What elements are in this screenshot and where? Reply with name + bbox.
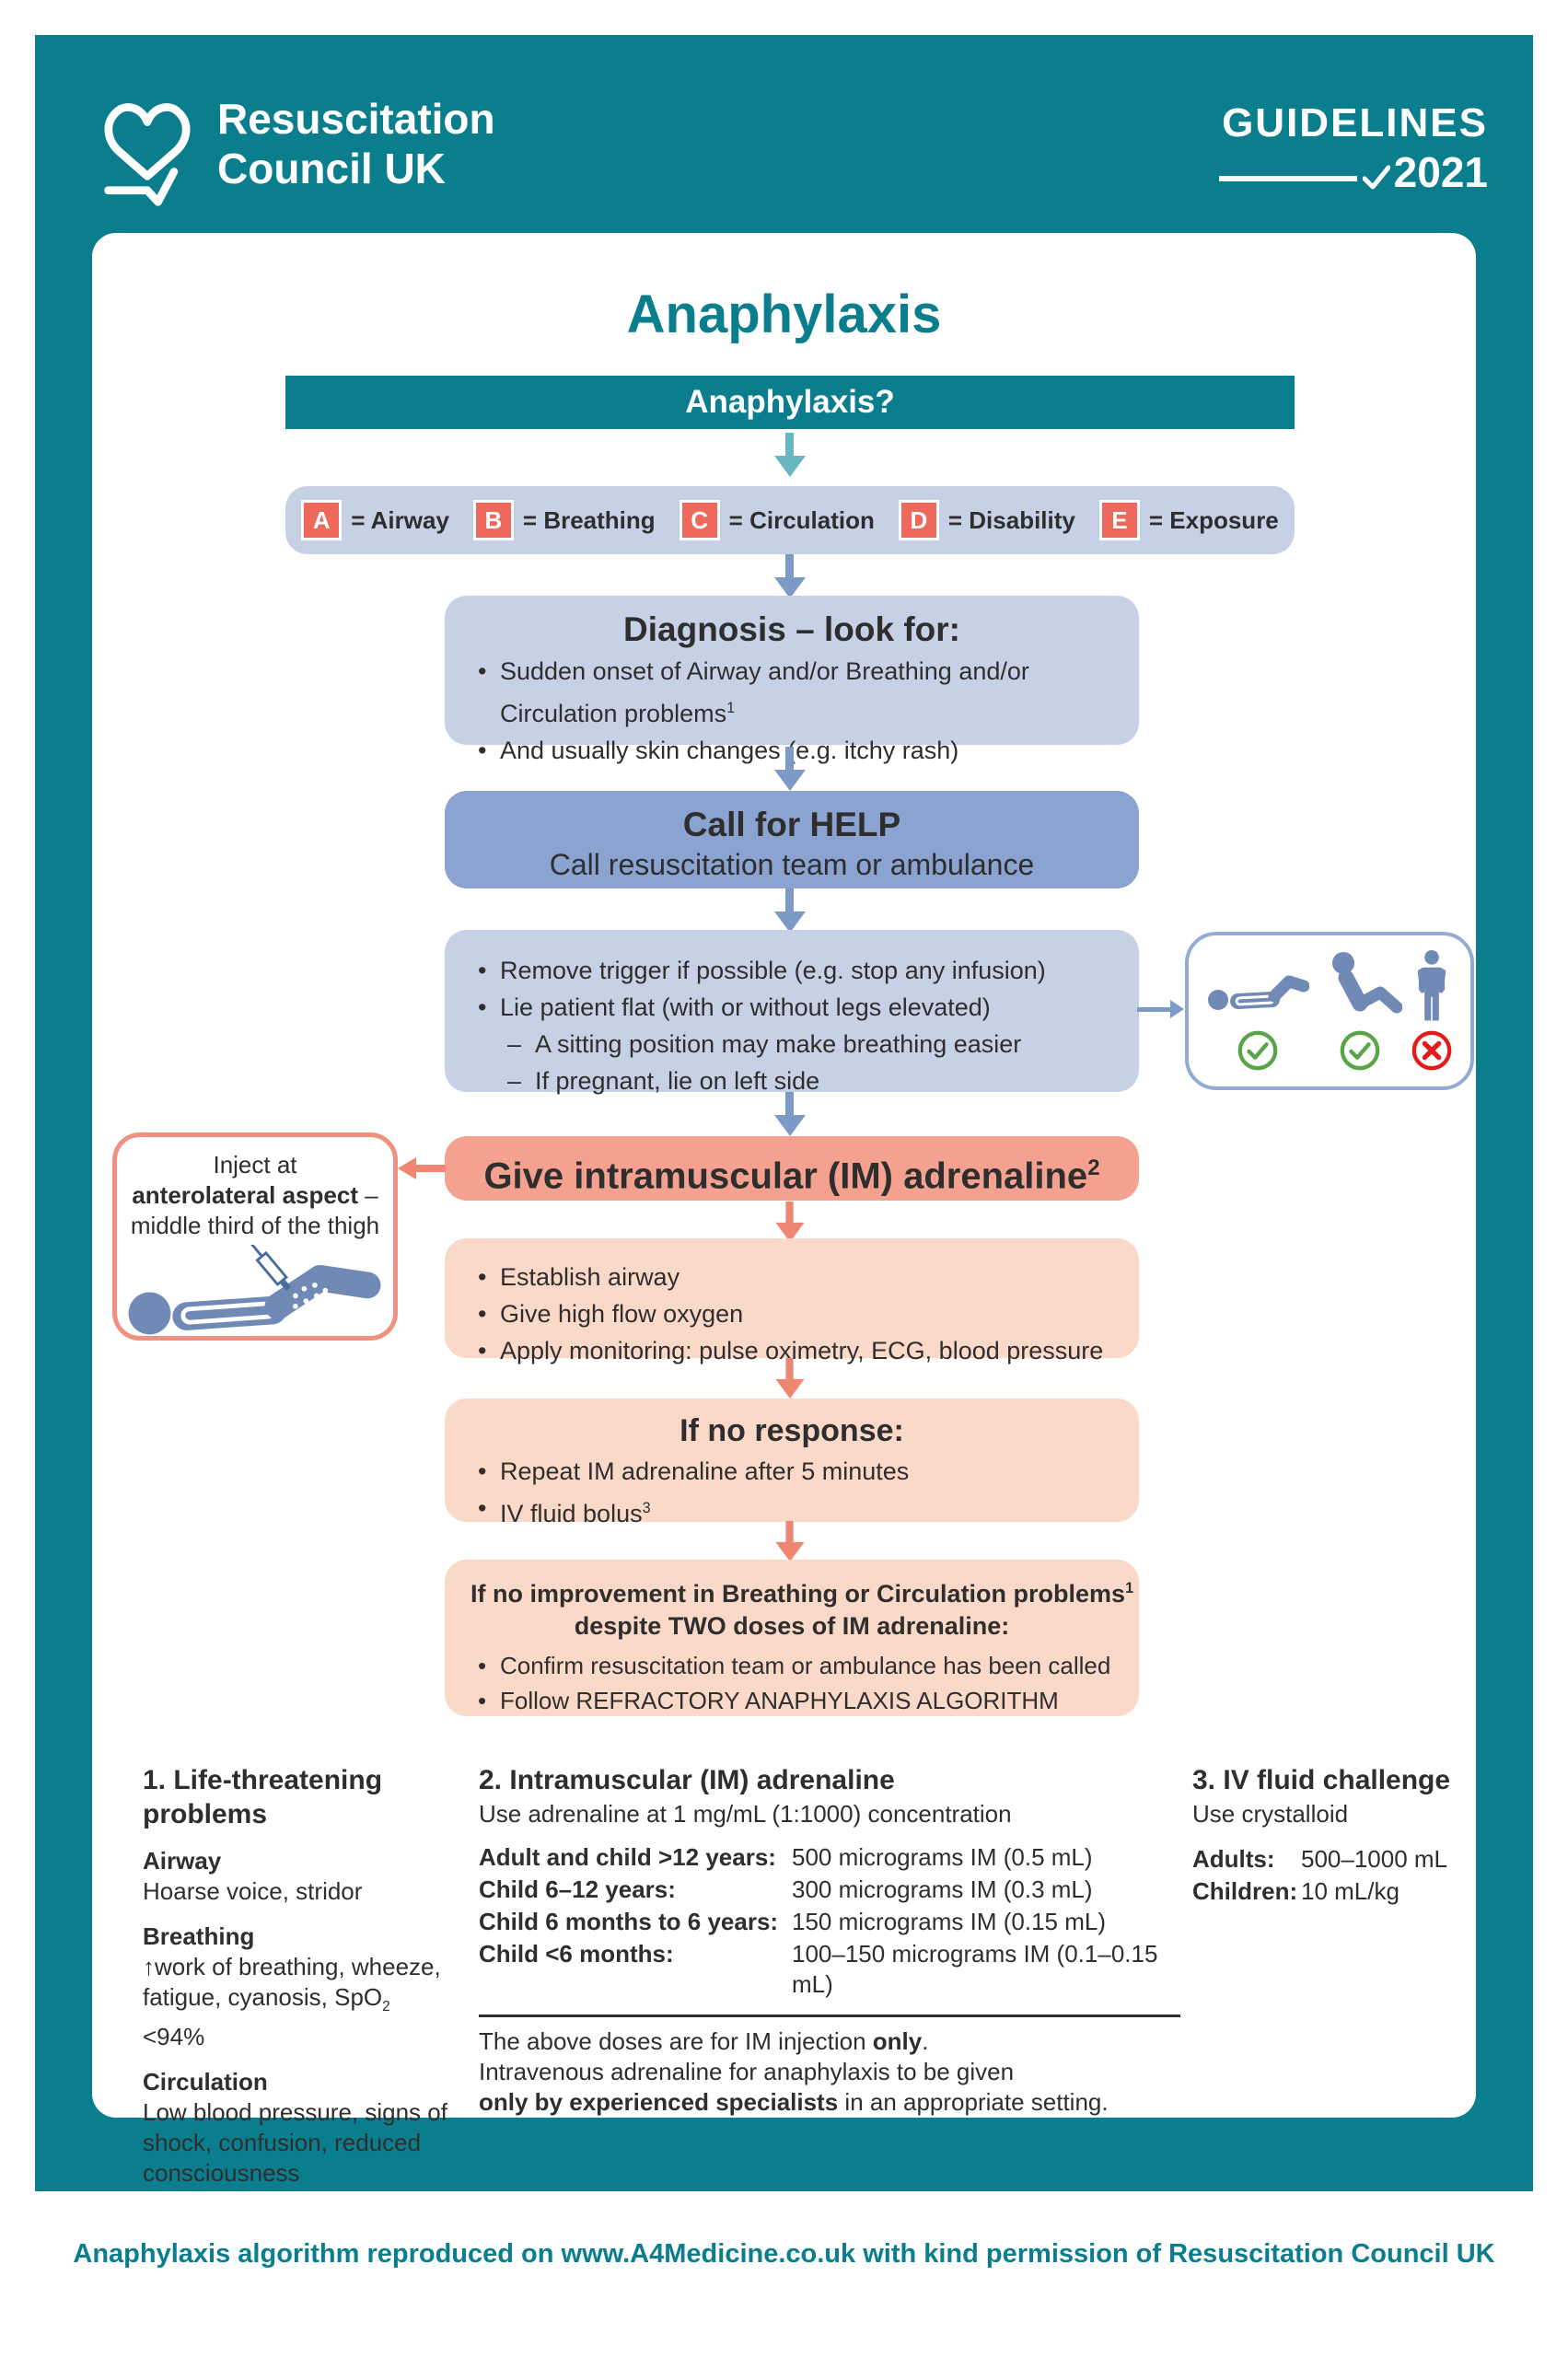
thigh-injection-illustration-icon (128, 1245, 381, 1335)
note1-airway: Airway Hoarse voice, stridor (143, 1847, 363, 1905)
fluid-row: Children:10 mL/kg (1192, 1877, 1400, 1905)
arrow-down-blue-icon (774, 554, 806, 598)
semi-recumbent-icon (1331, 952, 1402, 1014)
note1-circulation: Circulation Low blood pressure, signs of… (143, 2068, 447, 2188)
help-heading: Call for HELP (682, 806, 901, 843)
refractory-heading-line2: despite TWO doses of IM adrenaline: (574, 1612, 1010, 1640)
inject-line1: Inject at (213, 1151, 297, 1178)
note2-heading: 2. Intramuscular (IM) adrenaline (479, 1765, 895, 1795)
note2-subheading: Use adrenaline at 1 mg/mL (1:1000) conce… (479, 1800, 1012, 1828)
dose-row: Adult and child >12 years:500 micrograms… (479, 1843, 1093, 1871)
note2-im-only: The above doses are for IM injection onl… (479, 2027, 929, 2055)
note3-subheading: Use crystalloid (1192, 1800, 1349, 1828)
abcde-item-airway: A = Airway (301, 500, 449, 540)
airway-bullet-2: Give high flow oxygen (470, 1295, 1113, 1332)
abcde-item-breathing: B = Breathing (472, 500, 656, 540)
brand-name: Resuscitation Council UK (217, 94, 495, 193)
no-response-bullet-2: IV fluid bolus3 (470, 1490, 1113, 1532)
arrow-down-salmon-icon (775, 1358, 805, 1399)
diagnosis-box: Diagnosis – look for: Sudden onset of Ai… (445, 596, 1139, 769)
arrow-down-salmon-icon (775, 1202, 805, 1242)
letter-badge-d: D (898, 500, 939, 540)
give-im-adrenaline-banner: Give intramuscular (IM) adrenaline2 (445, 1136, 1139, 1201)
airway-bullet-3: Apply monitoring: pulse oximetry, ECG, b… (470, 1332, 1113, 1369)
arrow-down-teal-icon (774, 433, 806, 477)
refractory-box: If no improvement in Breathing or Circul… (445, 1560, 1139, 1718)
diagnosis-bullet-1: Sudden onset of Airway and/or Breathing … (470, 653, 1113, 732)
note-iv-fluid-challenge: 3. IV fluid challenge Use crystalloid Ad… (1192, 1763, 1478, 1907)
injection-dots (293, 1283, 329, 1313)
note1-heading: 1. Life-threatening problems (143, 1765, 383, 1829)
divider (479, 2014, 1180, 2017)
note3-heading: 3. IV fluid challenge (1192, 1765, 1451, 1795)
letter-badge-a: A (301, 500, 343, 540)
standing-person-icon (1418, 950, 1446, 1021)
dose-row: Child <6 months:100–150 micrograms IM (0… (479, 1940, 1158, 1998)
inject-line2: anterolateral aspect – (132, 1181, 378, 1209)
x-circle-icon (1411, 1030, 1452, 1071)
no-response-box: If no response: Repeat IM adrenaline aft… (445, 1399, 1139, 1527)
arrow-down-blue-icon (774, 888, 806, 933)
diagnosis-bullet-2: And usually skin changes (e.g. itchy ras… (470, 732, 1113, 769)
arrow-down-blue-icon (774, 747, 806, 791)
refractory-bullet-1: Confirm resuscitation team or ambulance … (470, 1648, 1113, 1683)
abcde-item-disability: D = Disability (898, 500, 1075, 540)
letter-badge-b: B (472, 500, 514, 540)
trigger-bullet-2: Lie patient flat (with or without legs e… (470, 989, 1113, 1026)
remove-trigger-box: Remove trigger if possible (e.g. stop an… (445, 930, 1139, 1099)
arrow-down-blue-icon (774, 1092, 806, 1136)
refractory-heading-line1: If no improvement in Breathing or Circul… (470, 1580, 1134, 1608)
lying-legs-elevated-icon (1207, 975, 1309, 1010)
call-for-help-box: Call for HELP Call resuscitation team or… (445, 791, 1139, 888)
patient-positions-box (1185, 932, 1474, 1090)
arrow-down-salmon-icon (775, 1521, 805, 1562)
inject-line3: middle third of the thigh (130, 1212, 380, 1239)
injection-site-box: Inject at anterolateral aspect – middle … (112, 1132, 398, 1341)
anaphylaxis-question-banner: Anaphylaxis? (285, 376, 1295, 429)
abcde-item-exposure: E = Exposure (1098, 500, 1279, 540)
check-circle-icon (1340, 1030, 1380, 1071)
airway-bullet-1: Establish airway (470, 1259, 1113, 1295)
refractory-bullet-2: Follow REFRACTORY ANAPHYLAXIS ALGORITHM (470, 1683, 1113, 1718)
position-lying-flat (1206, 950, 1309, 1072)
note-im-adrenaline: 2. Intramuscular (IM) adrenaline Use adr… (479, 1763, 1180, 2118)
letter-badge-c: C (679, 500, 720, 540)
guidelines-year: 2021 (1393, 148, 1488, 196)
note2-iv-line1: Intravenous adrenaline for anaphylaxis t… (479, 2058, 1015, 2085)
trigger-bullet-1: Remove trigger if possible (e.g. stop an… (470, 952, 1113, 989)
guidelines-check-icon (1362, 165, 1390, 190)
check-circle-icon (1237, 1030, 1277, 1071)
no-response-bullet-1: Repeat IM adrenaline after 5 minutes (470, 1453, 1113, 1490)
position-sitting (1318, 950, 1402, 1072)
guidelines-lockup: GUIDELINES 2021 (1086, 103, 1488, 193)
abcde-legend: A = Airway B = Breathing C = Circulation… (285, 486, 1295, 554)
arrow-left-salmon-icon (398, 1157, 446, 1179)
diagnosis-heading: Diagnosis – look for: (623, 610, 960, 648)
note1-breathing: Breathing ↑work of breathing, wheeze, fa… (143, 1922, 441, 2051)
guidelines-year-row: 2021 (1086, 151, 1488, 193)
initial-treatment-box: Establish airway Give high flow oxygen A… (445, 1238, 1139, 1369)
brand-line2: Council UK (217, 145, 446, 192)
brand-line1: Resuscitation (217, 95, 495, 143)
position-standing (1411, 950, 1453, 1072)
heart-check-logo-icon (104, 103, 191, 206)
guidelines-rule (1218, 176, 1357, 181)
connector-arrow-right-icon (1137, 1000, 1184, 1018)
syringe-icon (248, 1245, 292, 1292)
abcde-item-circulation: C = Circulation (679, 500, 875, 540)
dose-row: Child 6 months to 6 years:150 micrograms… (479, 1908, 1106, 1935)
attribution-footer: Anaphylaxis algorithm reproduced on www.… (73, 2239, 1495, 2269)
guidelines-label: GUIDELINES (1222, 100, 1488, 145)
trigger-sub-2: If pregnant, lie on left side (470, 1062, 1113, 1099)
trigger-sub-1: A sitting position may make breathing ea… (470, 1026, 1113, 1062)
no-response-heading: If no response: (679, 1413, 904, 1448)
dose-row: Child 6–12 years:300 micrograms IM (0.3 … (479, 1875, 1093, 1903)
letter-badge-e: E (1098, 500, 1140, 540)
note2-iv-line2: only by experienced specialists in an ap… (479, 2088, 1109, 2116)
page-title: Anaphylaxis (626, 284, 942, 344)
note-life-threatening-problems: 1. Life-threatening problems Airway Hoar… (143, 1763, 451, 2189)
fluid-row: Adults:500–1000 mL (1192, 1845, 1448, 1873)
help-subheading: Call resuscitation team or ambulance (549, 848, 1035, 881)
